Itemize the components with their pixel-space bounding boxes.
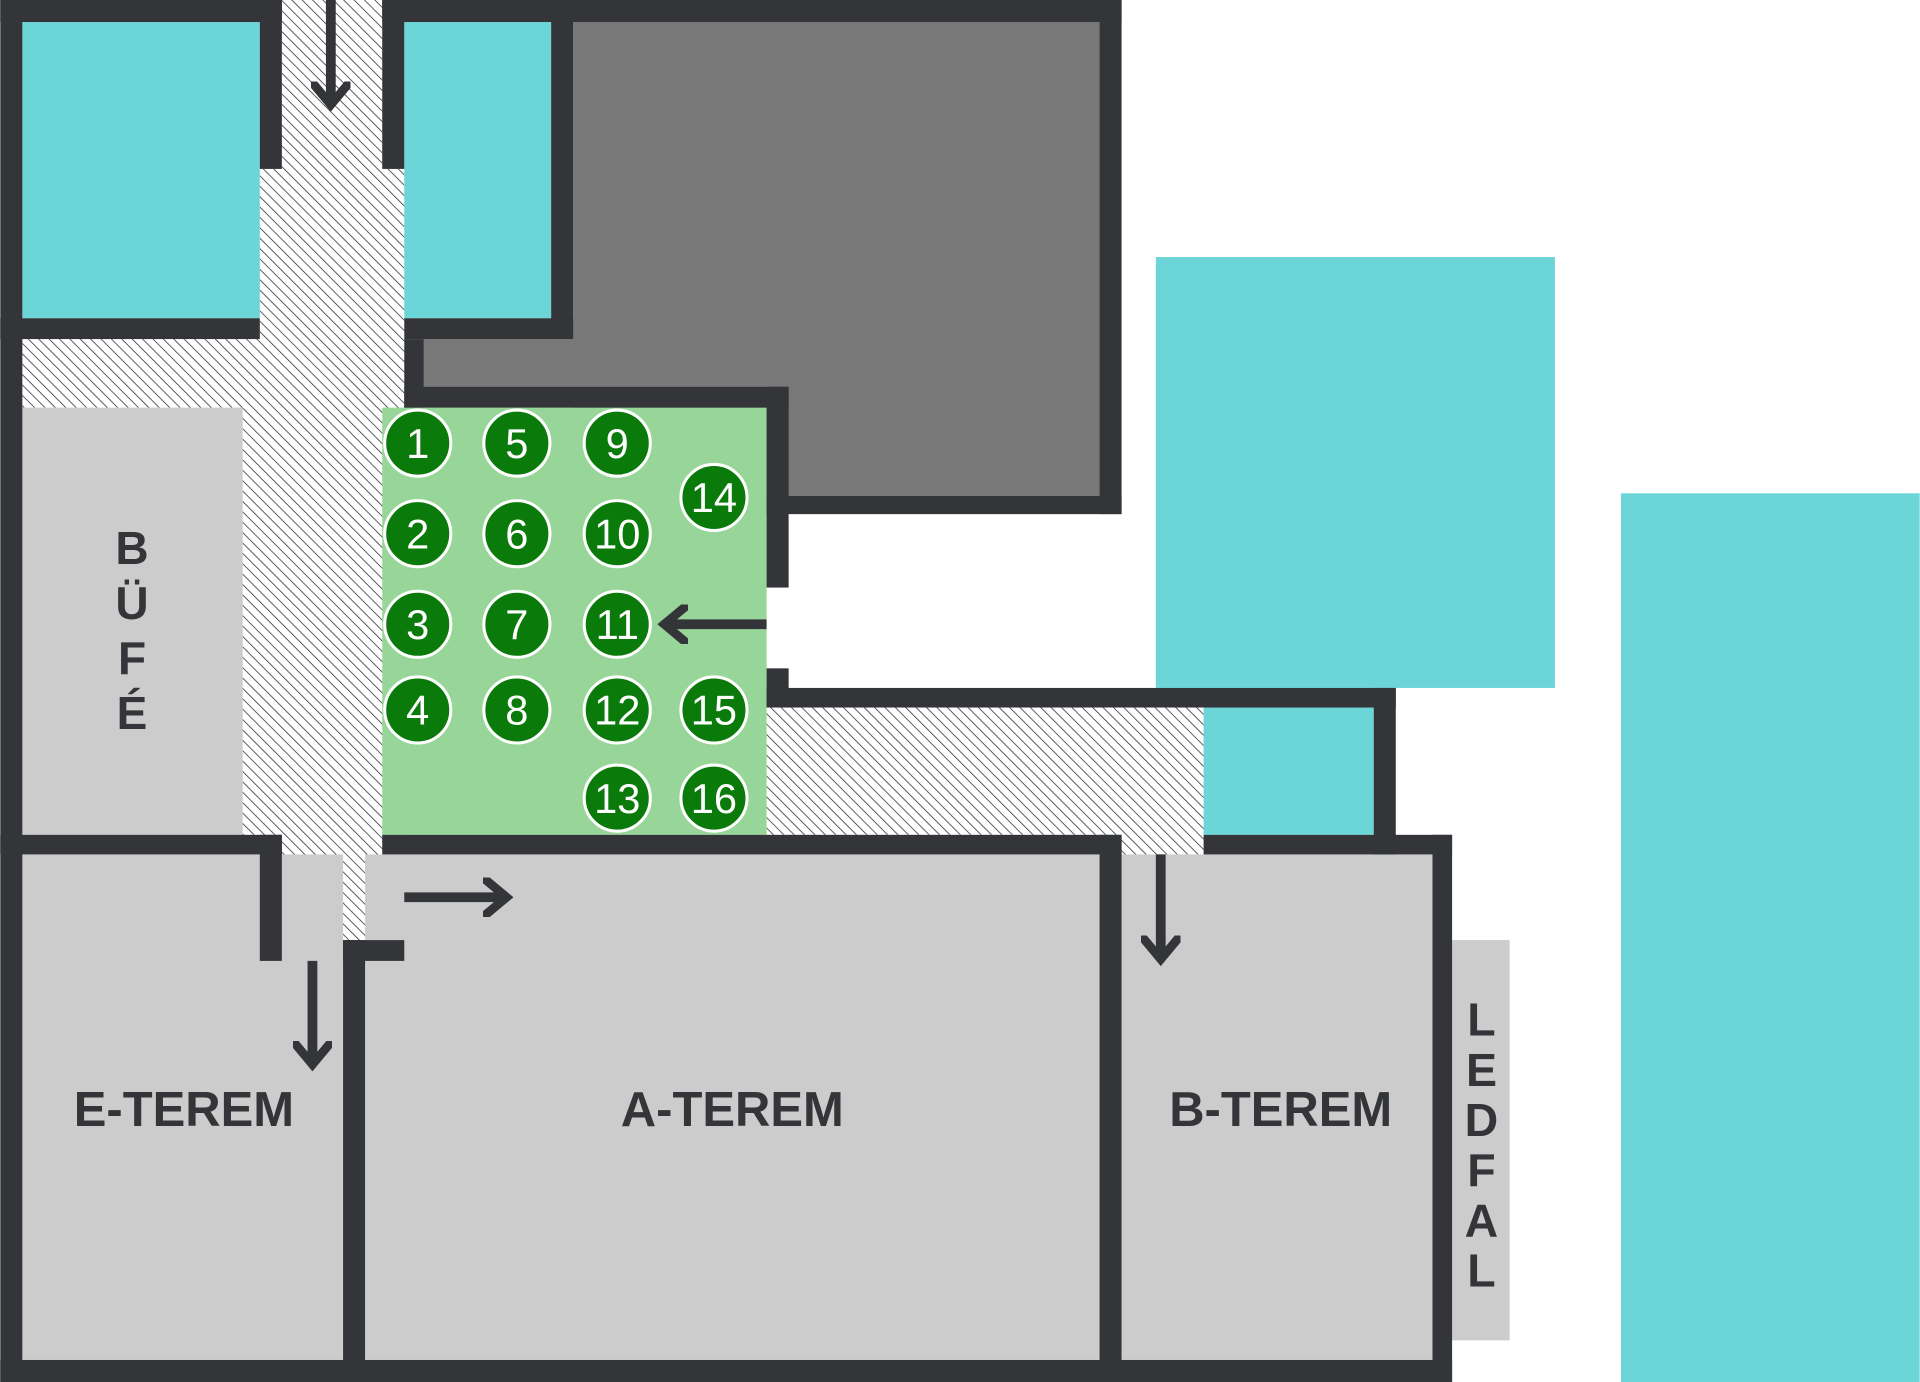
seat-circle — [582, 675, 652, 745]
b-terem-label: B-TEREM — [1169, 1083, 1392, 1137]
seat-number: 8 — [505, 687, 528, 734]
cyan-area — [22, 22, 1920, 1382]
seat-circle — [482, 499, 552, 569]
bufe-label: BÜFÉ — [106, 522, 158, 742]
seat-circle — [679, 675, 749, 745]
seat-13[interactable]: 13 — [582, 763, 652, 833]
seat-circle — [582, 499, 652, 569]
seat-circle — [582, 408, 652, 478]
a-terem-label: A-TEREM — [621, 1083, 844, 1137]
label-letter: F — [1467, 1144, 1495, 1196]
seat-number: 9 — [606, 420, 629, 467]
seat-1[interactable]: 1 — [383, 408, 453, 478]
label-letter: D — [1465, 1094, 1499, 1146]
seat-number: 6 — [505, 510, 528, 557]
seat-circle — [383, 408, 453, 478]
ledfal-panel — [1452, 940, 1510, 1341]
seat-number: 2 — [406, 510, 429, 557]
corridor — [22, 0, 1204, 961]
seat-circle — [679, 462, 749, 533]
seat-number: 4 — [406, 687, 429, 734]
seat-6[interactable]: 6 — [482, 499, 552, 569]
seat-14[interactable]: 14 — [679, 462, 749, 533]
label-letter: L — [1467, 1245, 1495, 1297]
e-terem-room — [22, 854, 344, 1360]
seat-3[interactable]: 3 — [383, 589, 453, 659]
seat-4[interactable]: 4 — [383, 675, 453, 745]
bufe-room — [22, 407, 243, 835]
a-terem-room — [365, 854, 1100, 1360]
seat-number: 3 — [406, 601, 429, 648]
e-terem-label: E-TEREM — [74, 1083, 294, 1137]
arrows — [312, 0, 1160, 1063]
seat-2[interactable]: 2 — [383, 499, 453, 569]
seat-16[interactable]: 16 — [679, 763, 749, 833]
label-letter: E — [1466, 1044, 1497, 1096]
seat-number: 16 — [691, 775, 737, 822]
seat-circle — [482, 675, 552, 745]
label-letter: L — [1467, 994, 1495, 1046]
seat-circle — [383, 589, 453, 659]
seat-8[interactable]: 8 — [482, 675, 552, 745]
seat-number: 10 — [594, 510, 640, 557]
seat-number: 11 — [596, 601, 639, 648]
seat-7[interactable]: 7 — [482, 589, 552, 659]
seat-15[interactable]: 15 — [679, 675, 749, 745]
seat-circle — [582, 589, 652, 659]
walls — [0, 0, 1453, 1382]
seat-10[interactable]: 10 — [582, 499, 652, 569]
seat-number: 1 — [406, 420, 429, 467]
seat-circle — [582, 763, 652, 833]
seat-number: 13 — [594, 775, 640, 822]
seat-number: 12 — [594, 687, 640, 734]
seat-circle — [482, 408, 552, 478]
seat-circle — [383, 499, 453, 569]
seat-11[interactable]: 11 — [582, 589, 652, 659]
seat-12[interactable]: 12 — [582, 675, 652, 745]
seat-circle — [482, 589, 552, 659]
seat-9[interactable]: 9 — [582, 408, 652, 478]
label-letter: A — [1465, 1194, 1499, 1246]
seat-number: 5 — [505, 420, 528, 467]
seat-number: 14 — [691, 474, 737, 521]
seat-number: 7 — [505, 601, 528, 648]
seat-circle — [679, 763, 749, 833]
seat-5[interactable]: 5 — [482, 408, 552, 478]
seat-number: 15 — [691, 687, 737, 734]
seat-circle — [383, 675, 453, 745]
